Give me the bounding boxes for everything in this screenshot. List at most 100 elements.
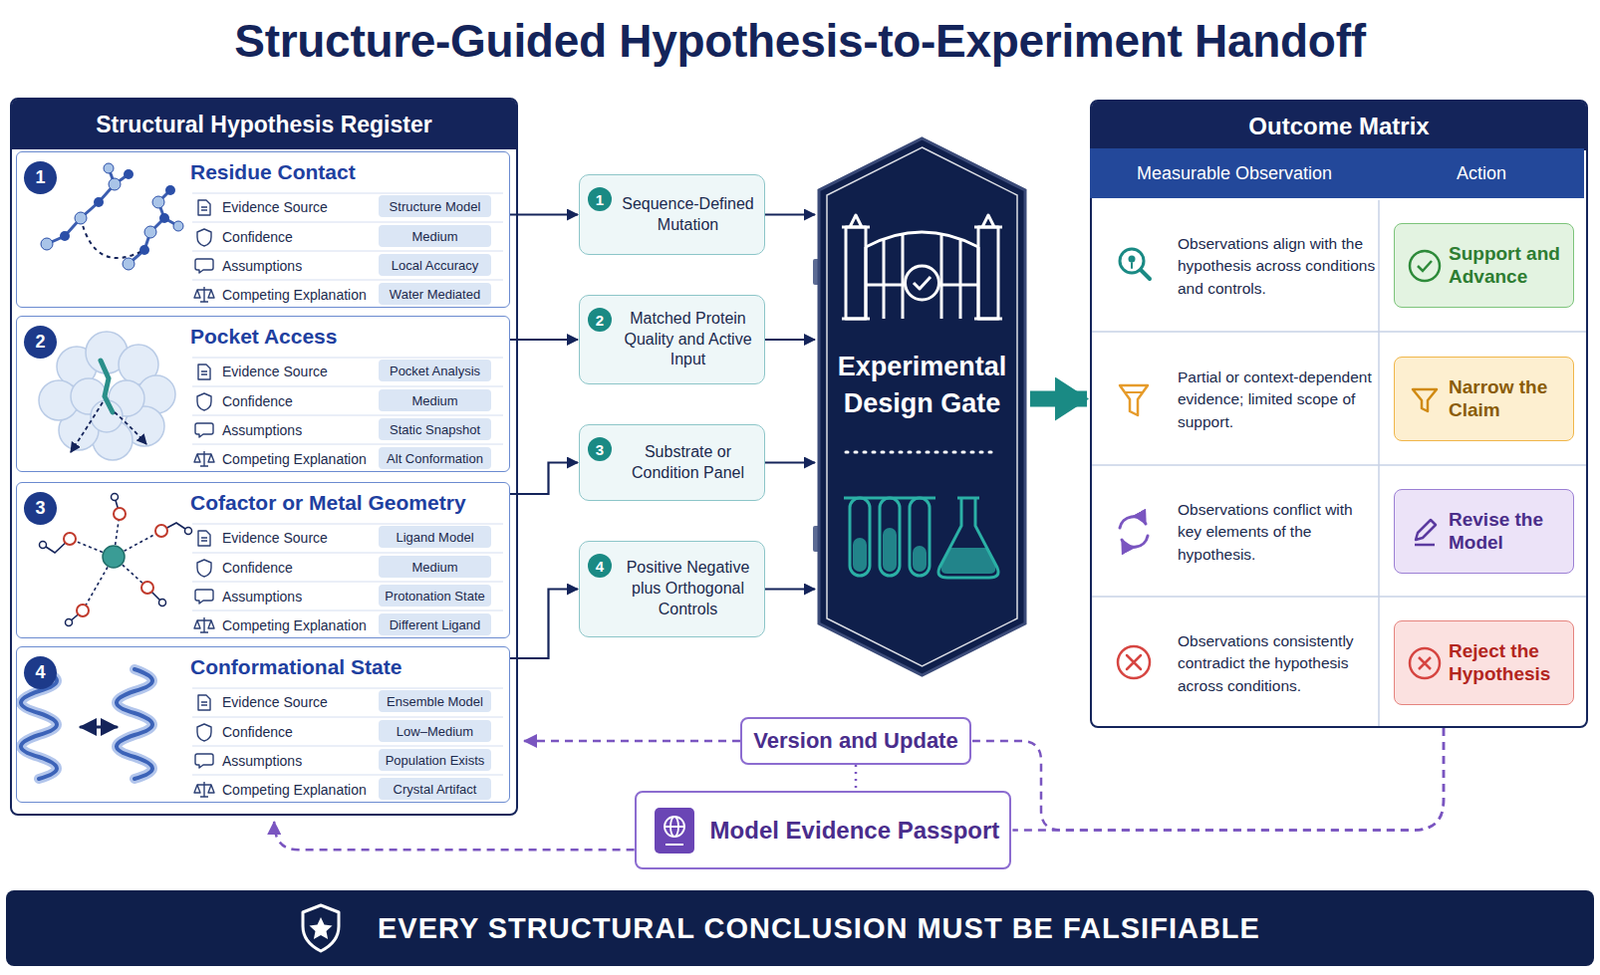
row-label: Assumptions (222, 587, 302, 606)
value-pill-text: Protonation State (384, 588, 485, 604)
outcome-grid-part (1117, 249, 1150, 679)
number-badge-text: 2 (34, 331, 45, 353)
action-box-text: Narrow the Claim (1448, 376, 1568, 423)
outcome-grid-part-part (1117, 646, 1150, 679)
number-badge-text: 1 (595, 191, 604, 209)
row-label: Competing Explanation (222, 285, 367, 304)
number-badge: 3 (23, 492, 57, 526)
check-icon-part (1417, 261, 1432, 271)
value-pill-text: Local Accuracy (391, 258, 479, 273)
value-pill: Pocket Analysis (378, 359, 492, 382)
number-badge-text: 1 (34, 167, 45, 189)
residue-contact-art-part-part (122, 258, 135, 270)
number-badge-text: 2 (595, 311, 604, 329)
hypothesis-card-text: Pocket Access (190, 324, 337, 349)
hypothesis-card: Residue Contact1Structure ModelMediumLoc… (15, 151, 511, 308)
residue-contact-art-part-part (173, 221, 184, 232)
metal-geometry-art-part-part (155, 525, 168, 537)
feedback-line (1012, 728, 1444, 831)
residue-contact-art-part-part (123, 169, 134, 180)
value-pill-text: Structure Model (389, 199, 482, 215)
handoff-arrow (765, 338, 815, 341)
x-icon (1406, 645, 1443, 682)
metal-geometry-art-part-part (141, 581, 154, 594)
handoff-arrow (510, 213, 578, 216)
metal-geometry-art-part-part (69, 514, 162, 611)
x-icon-part (1409, 648, 1440, 679)
residue-contact-art-part-part (139, 245, 150, 256)
value-pill-text: Static Snapshot (389, 422, 481, 438)
pocket-access-art-part (70, 402, 103, 453)
row-label: Evidence Source (222, 693, 328, 712)
outcome-grid-part-part (1130, 263, 1133, 268)
row-label: Confidence (222, 723, 293, 742)
number-badge-text: 3 (34, 498, 45, 520)
handoff-arrow (510, 338, 578, 341)
gate-outline-part-part (843, 497, 936, 501)
action-box-text: Support and Advance (1448, 243, 1568, 289)
value-pill: Ensemble Model (378, 690, 492, 713)
footer-band-text: EVERY STRUCTURAL CONCLUSION MUST BE FALS… (377, 890, 1261, 967)
residue-contact-art-part-part (152, 196, 165, 209)
value-pill-text: Pocket Analysis (389, 363, 481, 379)
residue-contact-art-part (46, 168, 179, 265)
residue-contact-art-part-part (165, 185, 176, 196)
pencil-icon (1406, 514, 1443, 550)
outcome-grid-part-part (1091, 200, 1587, 727)
row-label: Assumptions (222, 421, 302, 440)
row-label: Evidence Source (222, 198, 328, 217)
value-pill: Different Ligand (378, 613, 492, 636)
outcome-grid-part-part (1121, 535, 1148, 547)
feedback-line (972, 728, 1444, 831)
test-box-text: Positive Negative plus Orthogonal Contro… (617, 557, 759, 620)
value-pill: Low–Medium (378, 720, 492, 743)
handoff-arrow (765, 587, 815, 590)
outcome-grid-part-part (1125, 391, 1142, 394)
column-header: Action (1378, 148, 1585, 199)
number-badge: 1 (587, 187, 612, 212)
value-pill-text: Medium (411, 393, 458, 409)
residue-contact-art-part-part (103, 163, 114, 174)
outcome-grid-part-part (1128, 256, 1136, 264)
gate-outline-part (841, 215, 1003, 319)
gate-shape: Experimental Design Gate (815, 135, 1029, 679)
residue-contact-art-part-part (46, 168, 129, 245)
number-badge: 4 (587, 553, 612, 578)
outcome-grid-part (1091, 200, 1587, 727)
residue-contact-art-part (59, 169, 176, 256)
outcome-panel: Outcome MatrixMeasurable ObservationActi… (1089, 99, 1589, 729)
residue-contact-art-part-part (40, 238, 53, 251)
hypothesis-card-text: Cofactor or Metal Geometry (190, 491, 467, 516)
metal-geometry-art-part-part (113, 508, 126, 521)
gate-outline-part-part (909, 498, 930, 576)
x-icon-part (1418, 657, 1431, 670)
hypothesis-card: Conformational State4Ensemble ModelLow–M… (15, 646, 511, 803)
metal-geometry-art-part-part (65, 619, 73, 627)
passport-icon-part (664, 816, 685, 845)
row-label: Confidence (222, 392, 293, 411)
outcome-grid-part-part (1140, 269, 1150, 279)
test-box: Substrate or Condition Panel3 (578, 424, 766, 502)
metal-geometry-art-part-part (76, 604, 89, 617)
value-pill-text: Population Exists (385, 753, 486, 769)
gate-outline-part-part (845, 227, 866, 319)
check-icon (1406, 248, 1443, 284)
row-label: Assumptions (222, 752, 302, 771)
hypothesis-card-text: Residue Contact (190, 160, 356, 185)
residue-contact-art-part-part (74, 212, 87, 225)
metal-geometry-art-part-part (111, 494, 119, 502)
version-box-text: Version and Update (753, 728, 958, 755)
action-box: Support and Advance (1393, 223, 1575, 308)
check-icon-part (1409, 251, 1440, 281)
passport-box: Model Evidence Passport (634, 791, 1013, 870)
value-pill: Protonation State (378, 584, 492, 607)
hypothesis-card: Cofactor or Metal Geometry3Ligand ModelM… (15, 482, 511, 639)
handoff-arrow (510, 589, 578, 660)
column-header-text: Measurable Observation (1136, 163, 1333, 185)
number-badge: 2 (23, 325, 57, 359)
test-box-text: Matched Protein Quality and Active Input (617, 308, 759, 371)
handoff-arrow (765, 461, 815, 464)
number-badge: 3 (587, 437, 612, 462)
observation-cell: Observations consistently contradict the… (1177, 630, 1381, 698)
residue-contact-art-part-part (93, 197, 104, 208)
